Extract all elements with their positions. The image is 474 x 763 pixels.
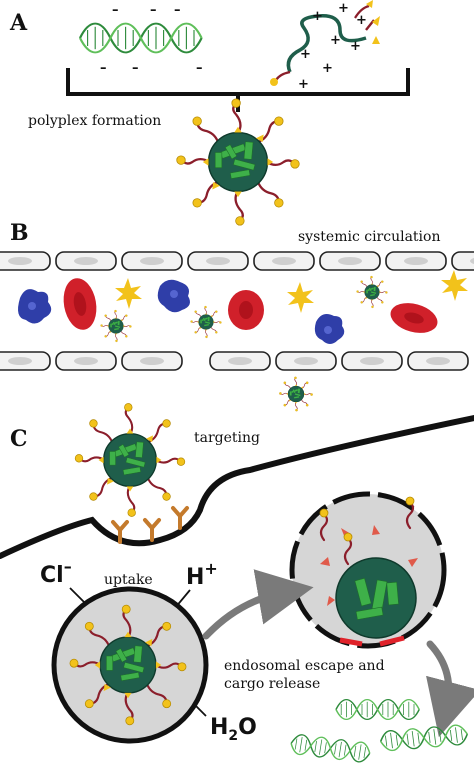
vessel-wall-bottom — [0, 351, 469, 371]
label-cargo-release: cargo release — [224, 676, 320, 692]
svg-text:H2O: H2O — [210, 715, 257, 744]
panel-label-c: C — [10, 426, 28, 452]
svg-text:–: – — [174, 3, 181, 18]
white-blood-cell — [157, 279, 190, 313]
proton-label: H+ — [186, 559, 218, 590]
platelet — [441, 270, 468, 301]
svg-text:–: – — [196, 61, 203, 76]
svg-text:Cl–: Cl– — [40, 557, 72, 588]
svg-text:–: – — [132, 61, 139, 76]
svg-text:–: – — [150, 3, 157, 18]
polyplex-escaping — [335, 557, 417, 639]
white-blood-cell — [18, 289, 52, 324]
svg-text:+: + — [330, 33, 341, 48]
polyplex-extravasated — [278, 376, 314, 412]
polyplex-circulating — [190, 305, 222, 339]
svg-text:–: – — [100, 61, 107, 76]
label-systemic-circulation: systemic circulation — [298, 229, 440, 245]
platelet — [287, 282, 314, 313]
platelet — [115, 278, 142, 309]
transport-arrow — [202, 569, 314, 640]
red-blood-cell — [390, 303, 438, 333]
polyplex-circulating — [100, 309, 132, 343]
polyplex-targeting — [74, 402, 186, 518]
svg-text:+: + — [298, 77, 309, 92]
panel-label-a: A — [9, 10, 28, 36]
vessel-wall-top — [0, 251, 474, 271]
water-label: H2O — [210, 715, 257, 744]
svg-text:H+: H+ — [186, 559, 218, 590]
svg-text:+: + — [350, 39, 361, 54]
red-blood-cell — [63, 278, 97, 330]
white-blood-cell — [314, 314, 345, 344]
svg-text:+: + — [356, 13, 367, 28]
dna-helix-a — [78, 22, 203, 54]
cationic-polymer: + + + + + + + + — [270, 0, 380, 92]
released-dna — [288, 698, 470, 763]
release-arrow — [426, 640, 474, 738]
polyplex-circulating — [356, 275, 388, 309]
dna-negative-charges: – – – – – – — [100, 3, 203, 76]
membrane-disruption — [339, 635, 405, 647]
label-polyplex-formation: polyplex formation — [28, 113, 161, 129]
svg-text:+: + — [322, 61, 333, 76]
label-endosomal-escape: endosomal escape and — [224, 658, 385, 674]
chloride-ion-label: Cl– — [40, 557, 72, 588]
panel-label-b: B — [10, 220, 29, 246]
svg-text:+: + — [300, 47, 311, 62]
svg-text:–: – — [112, 3, 119, 18]
cell-membrane — [0, 415, 474, 559]
polyplex-formed — [175, 97, 301, 227]
red-blood-cell — [228, 290, 264, 330]
svg-text:+: + — [312, 9, 323, 24]
svg-text:+: + — [338, 1, 349, 16]
label-uptake: uptake — [104, 572, 153, 588]
label-targeting: targeting — [194, 430, 260, 446]
